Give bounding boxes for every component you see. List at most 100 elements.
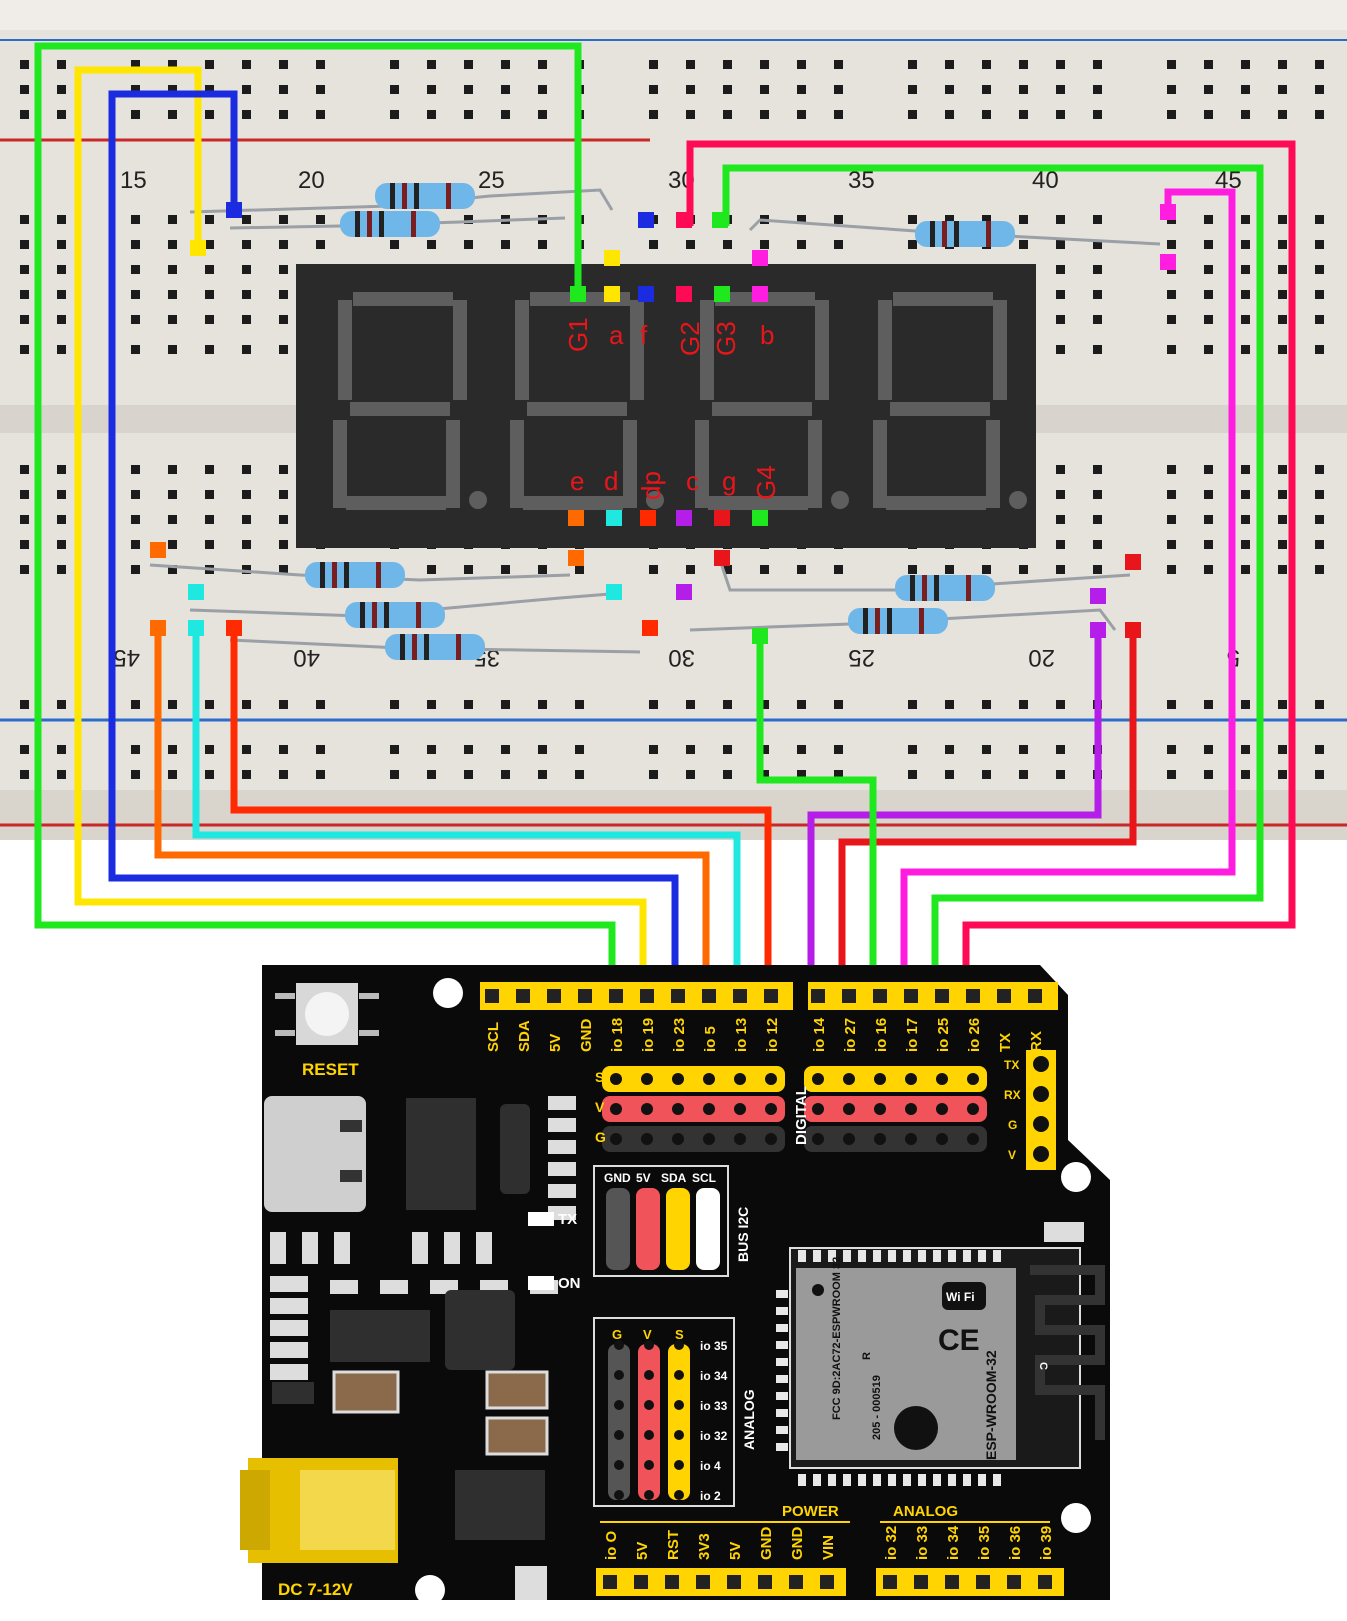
svg-text:SCL: SCL: [692, 1171, 716, 1185]
breadboard-hole: [131, 60, 140, 69]
breadboard-hole: [1019, 215, 1028, 224]
analog-title: ANALOG: [893, 1503, 958, 1520]
breadboard-hole: [760, 110, 769, 119]
header-pin: [789, 1575, 803, 1589]
smd-resistor: [270, 1276, 308, 1292]
display-segment: [527, 402, 627, 416]
header-pin: [672, 1073, 684, 1085]
header-pin-label: io 33: [914, 1526, 931, 1560]
breadboard-hole: [538, 110, 547, 119]
breadboard-hole: [649, 700, 658, 709]
breadboard-hole: [316, 240, 325, 249]
breadboard-hole: [205, 700, 214, 709]
breadboard-hole: [1278, 60, 1287, 69]
svg-text:BUS I2C: BUS I2C: [735, 1207, 751, 1262]
breadboard-hole: [427, 745, 436, 754]
breadboard-hole: [57, 745, 66, 754]
header-pins: [485, 989, 1042, 1003]
wire-endpoint: [640, 510, 656, 526]
module-pad: [993, 1250, 1001, 1262]
display-segment: [695, 420, 709, 508]
header-pin: [936, 1133, 948, 1145]
breadboard-hole: [686, 240, 695, 249]
breadboard-hole: [464, 770, 473, 779]
header-pin-label: VIN: [820, 1535, 837, 1560]
breadboard-hole: [242, 490, 251, 499]
breadboard-hole: [1093, 85, 1102, 94]
breadboard-hole: [1278, 290, 1287, 299]
breadboard-hole: [1019, 85, 1028, 94]
module-pad: [843, 1474, 851, 1486]
breadboard-hole: [1241, 515, 1250, 524]
display-segment: [712, 402, 812, 416]
header-pin: [672, 1133, 684, 1145]
wire-endpoint: [1160, 254, 1176, 270]
module-pad: [843, 1250, 851, 1262]
breadboard-hole: [1241, 745, 1250, 754]
breadboard-hole: [205, 515, 214, 524]
breadboard-hole: [20, 60, 29, 69]
smd-resistor: [330, 1280, 358, 1294]
breadboard-hole: [1056, 465, 1065, 474]
breadboard-hole: [279, 540, 288, 549]
breadboard-hole: [834, 770, 843, 779]
breadboard-hole: [538, 770, 547, 779]
breadboard-hole: [797, 700, 806, 709]
wire-endpoint: [676, 212, 692, 228]
header-pin: [603, 1575, 617, 1589]
header-pin: [614, 1370, 624, 1380]
breadboard-hole: [168, 770, 177, 779]
wire-f-io23: [108, 90, 679, 982]
breadboard-hole: [1167, 515, 1176, 524]
breadboard-hole: [1278, 515, 1287, 524]
header-pin-label: io 39: [1038, 1526, 1055, 1560]
breadboard-hole: [1167, 700, 1176, 709]
breadboard-hole: [1278, 770, 1287, 779]
breadboard-hole: [1278, 700, 1287, 709]
breadboard-hole: [131, 490, 140, 499]
breadboard-hole: [427, 110, 436, 119]
module-pad: [776, 1324, 788, 1332]
smd-resistor: [548, 1118, 576, 1132]
module-pad: [776, 1358, 788, 1366]
breadboard-hole: [1315, 215, 1324, 224]
dc-jack[interactable]: [240, 1458, 398, 1563]
breadboard-hole: [723, 700, 732, 709]
analog-pin-label: io 34: [700, 1369, 728, 1383]
header-pin: [703, 1073, 715, 1085]
breadboard-hole: [168, 240, 177, 249]
breadboard-hole: [242, 515, 251, 524]
sensor-header-row: [804, 1066, 987, 1092]
usb-c-port[interactable]: [264, 1096, 366, 1212]
breadboard-hole: [1056, 265, 1065, 274]
breadboard-hole: [1315, 110, 1324, 119]
breadboard-hole: [57, 85, 66, 94]
wire-endpoint: [752, 250, 768, 266]
header-pin-label: io 32: [883, 1526, 900, 1560]
svg-text:15: 15: [120, 167, 147, 194]
header-pin: [578, 989, 592, 1003]
module-pad: [978, 1474, 986, 1486]
breadboard-hole: [131, 315, 140, 324]
breadboard-hole: [982, 110, 991, 119]
breadboard-hole: [316, 700, 325, 709]
reset-button[interactable]: [275, 983, 379, 1045]
module-pad: [993, 1474, 1001, 1486]
svg-row-s: S: [595, 1069, 604, 1085]
breadboard-hole: [649, 240, 658, 249]
breadboard-hole: [242, 240, 251, 249]
display-segment: [338, 300, 352, 400]
breadboard-hole: [316, 110, 325, 119]
breadboard-hole: [57, 110, 66, 119]
svg-text:30: 30: [668, 644, 695, 671]
wire-endpoint: [604, 286, 620, 302]
breadboard-hole: [501, 240, 510, 249]
breadboard-hole: [242, 215, 251, 224]
header-pin-label: io 34: [945, 1525, 962, 1560]
breadboard-hole: [1093, 315, 1102, 324]
breadboard-hole: [1056, 85, 1065, 94]
breadboard-hole: [1315, 515, 1324, 524]
breadboard-hole: [945, 700, 954, 709]
module-pad: [873, 1474, 881, 1486]
